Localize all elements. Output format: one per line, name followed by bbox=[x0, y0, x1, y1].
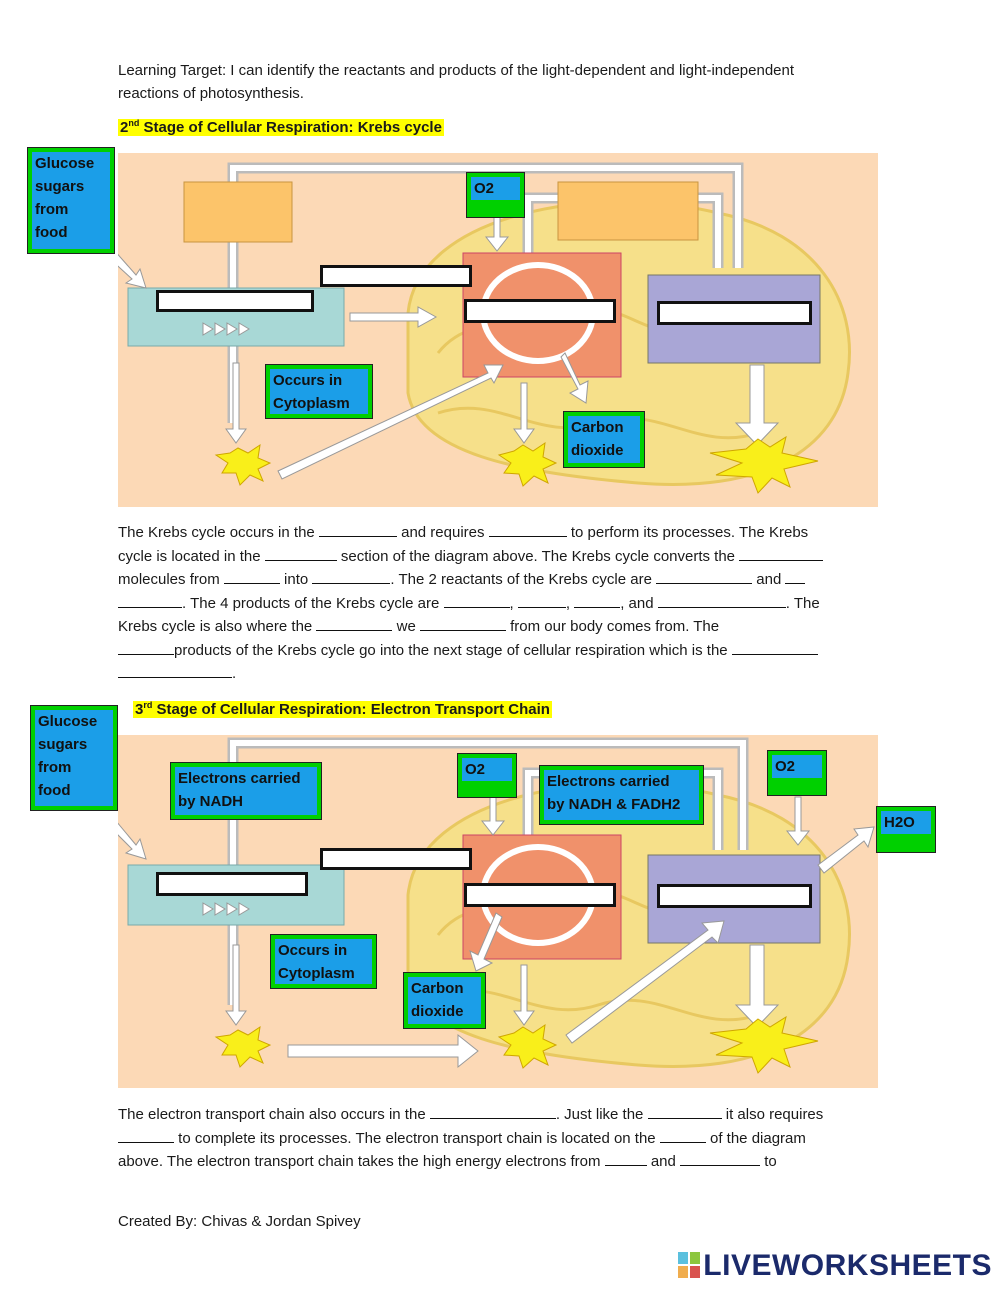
o2-label-1: O2 bbox=[466, 172, 525, 218]
blank-e6[interactable] bbox=[680, 1151, 761, 1166]
blank-k3[interactable] bbox=[264, 546, 337, 561]
blank-e5[interactable] bbox=[604, 1151, 647, 1166]
blank-k18[interactable] bbox=[118, 663, 232, 678]
etc-paragraph: The electron transport chain also occurs… bbox=[118, 1104, 824, 1170]
blank-k2[interactable] bbox=[488, 522, 567, 537]
blank-e1[interactable] bbox=[429, 1104, 556, 1119]
learning-target: Learning Target: I can identify the reac… bbox=[118, 59, 898, 105]
blank-e3[interactable] bbox=[118, 1128, 174, 1143]
krebs-paragraph: The Krebs cycle occurs in the and requir… bbox=[118, 521, 883, 686]
etc-blank-2[interactable] bbox=[657, 884, 812, 908]
blank-k5[interactable] bbox=[223, 569, 280, 584]
blank-k17[interactable] bbox=[731, 640, 818, 655]
blank-e2[interactable] bbox=[647, 1104, 722, 1119]
glycolysis-blank-2[interactable] bbox=[156, 872, 308, 896]
krebs-blank[interactable] bbox=[464, 299, 616, 323]
liveworksheets-logo: LIVEWORKSHEETS bbox=[678, 1249, 992, 1283]
o2-label-3: O2 bbox=[767, 750, 827, 796]
krebs-blank-2[interactable] bbox=[464, 883, 616, 907]
blank-k15[interactable] bbox=[419, 616, 506, 631]
blank-k10[interactable] bbox=[443, 593, 510, 608]
etc-blank-1[interactable] bbox=[657, 301, 812, 325]
blank-k8[interactable] bbox=[785, 569, 806, 584]
blank-k11[interactable] bbox=[517, 593, 566, 608]
blank-e4[interactable] bbox=[659, 1128, 706, 1143]
blank-k1[interactable] bbox=[318, 522, 397, 537]
blank-k9[interactable] bbox=[118, 593, 182, 608]
blank-k7[interactable] bbox=[656, 569, 753, 584]
credit: Created By: Chivas & Jordan Spivey bbox=[118, 1213, 361, 1230]
blank-k14[interactable] bbox=[316, 616, 393, 631]
stage2-title: 2nd Stage of Cellular Respiration: Krebs… bbox=[118, 118, 444, 136]
o2-label-2: O2 bbox=[457, 753, 517, 798]
pyruvate-blank[interactable] bbox=[320, 265, 472, 287]
blank-k12[interactable] bbox=[574, 593, 621, 608]
blank-k16[interactable] bbox=[118, 640, 174, 655]
logo-icon bbox=[678, 1252, 701, 1278]
glycolysis-blank[interactable] bbox=[156, 290, 314, 312]
blank-k13[interactable] bbox=[657, 593, 786, 608]
h2o-label: H2O bbox=[876, 806, 936, 853]
stage3-title: 3rd Stage of Cellular Respiration: Elect… bbox=[133, 700, 552, 718]
blank-k6[interactable] bbox=[312, 569, 391, 584]
learning-target-line1: Learning Target: I can identify the reac… bbox=[118, 62, 795, 79]
pyruvate-blank-2[interactable] bbox=[320, 848, 472, 870]
learning-target-line2: reactions of photosynthesis. bbox=[118, 85, 304, 102]
blank-k4[interactable] bbox=[739, 546, 824, 561]
